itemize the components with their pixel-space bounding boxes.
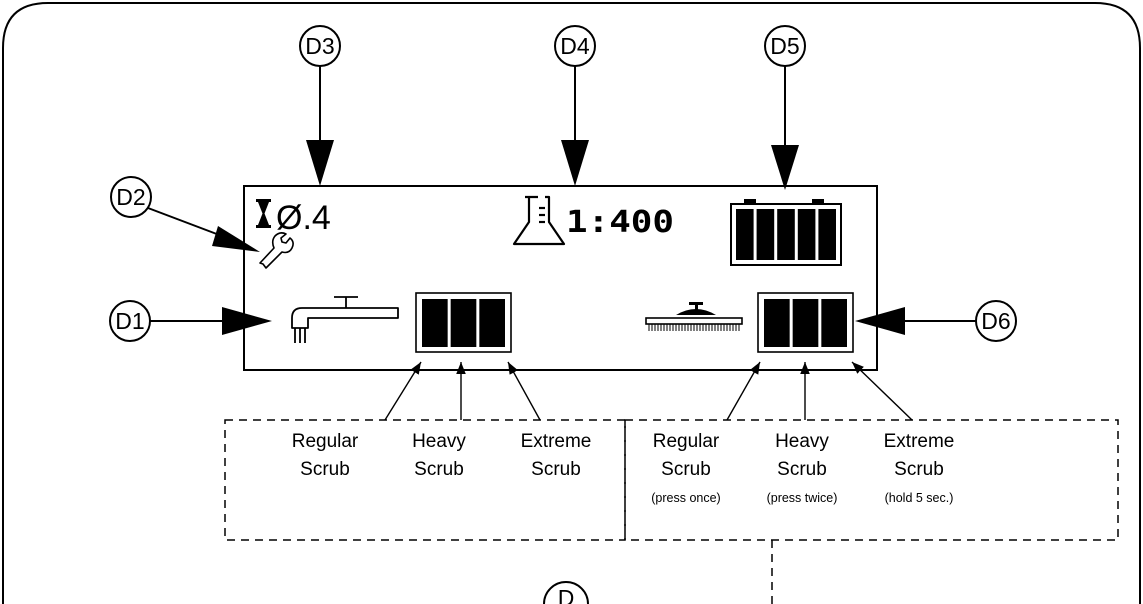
scrub-brush-icon: [645, 302, 743, 331]
battery-bar: [777, 209, 795, 260]
right-level-1-line1: Regular: [653, 431, 720, 452]
callout-d4-label: D4: [560, 33, 590, 59]
right-level-3-line2: Scrub: [894, 459, 944, 480]
solution-nozzle-icon: [291, 296, 399, 343]
dilution-ratio: 1:400: [566, 205, 674, 240]
battery-bar: [818, 209, 836, 260]
right-level-2-line2: Scrub: [777, 459, 827, 480]
right-level-1-line2: Scrub: [661, 459, 711, 480]
left-level-labels: Regular Scrub Heavy Scrub Extreme Scrub: [292, 431, 592, 480]
right-level-3-line1: Extreme: [884, 431, 955, 452]
callout-d3: D3: [299, 25, 341, 186]
right-level-2-note: (press twice): [767, 491, 838, 505]
battery-bar: [797, 209, 816, 260]
battery-bar: [756, 209, 775, 260]
callout-d6: D6: [855, 300, 1017, 342]
left-level-2-line1: Heavy: [412, 431, 466, 452]
right-level-2-line1: Heavy: [775, 431, 829, 452]
right-level-3-note: (hold 5 sec.): [885, 491, 954, 505]
right-level-1-note: (press once): [651, 491, 720, 505]
wrench-icon: [259, 232, 294, 269]
callout-d2-label: D2: [116, 184, 145, 210]
callout-d3-label: D3: [305, 33, 334, 59]
right-level-labels: Regular Scrub (press once) Heavy Scrub (…: [651, 431, 954, 505]
left-level-3-line1: Extreme: [521, 431, 592, 452]
left-pressure-indicator: [415, 292, 512, 353]
left-level-pointers: [384, 361, 541, 421]
callout-d6-label: D6: [981, 308, 1010, 334]
left-level-1-line2: Scrub: [300, 459, 350, 480]
pressure-bar: [792, 299, 819, 347]
pressure-bar: [821, 299, 847, 347]
battery-level-bars: [736, 209, 836, 260]
battery-icon: [730, 199, 842, 266]
left-levels-box: [224, 419, 626, 541]
pressure-bar: [450, 299, 477, 347]
left-level-2-line2: Scrub: [414, 459, 464, 480]
pressure-bar: [422, 299, 448, 347]
pressure-bar: [764, 299, 790, 347]
callout-d1-label: D1: [115, 308, 144, 334]
callout-d4: D4: [554, 25, 596, 186]
right-level-pointers: [726, 361, 913, 421]
left-level-1-line1: Regular: [292, 431, 359, 452]
battery-bar: [736, 209, 754, 260]
callout-d5: D5: [764, 25, 806, 190]
right-pressure-indicator: [757, 292, 854, 353]
callout-bottom: D: [543, 581, 589, 604]
hourglass-icon: [256, 199, 271, 228]
hour-meter-value: Ø.4: [276, 199, 331, 237]
callout-d5-label: D5: [770, 33, 799, 59]
lcd-panel: [243, 185, 878, 371]
callout-d1: D1: [109, 300, 272, 342]
pressure-bar: [479, 299, 505, 347]
callout-bottom-label: D: [558, 585, 575, 604]
left-level-3-line2: Scrub: [531, 459, 581, 480]
callout-d2: D2: [110, 176, 260, 252]
right-levels-box: [624, 419, 1119, 541]
flask-icon: [512, 195, 566, 246]
